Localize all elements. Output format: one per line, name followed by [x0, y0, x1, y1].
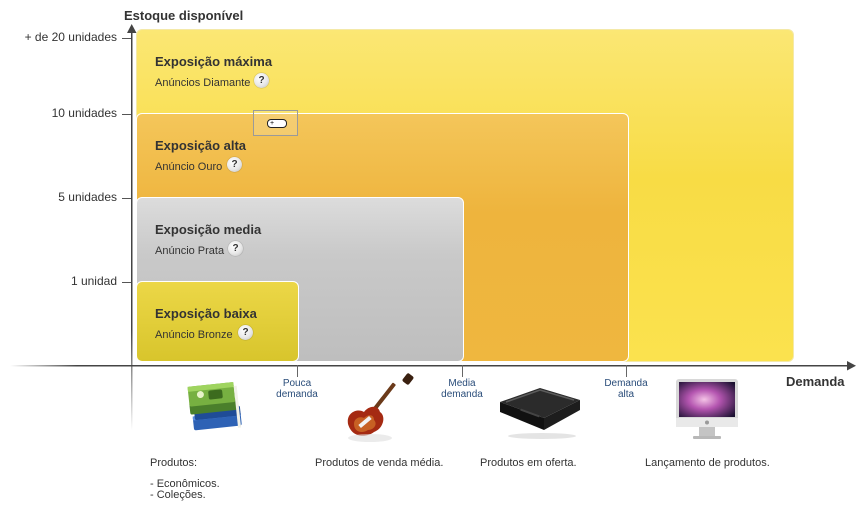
x-mark-line: Pouca — [282, 378, 312, 389]
tier-subtitle-ouro: Anúncio Ouro — [155, 161, 223, 173]
computer-icon — [676, 379, 738, 439]
y-tick-label-20plus: + de 20 unidades — [24, 30, 117, 44]
y-tick — [122, 38, 131, 39]
product-books-title: Produtos: — [150, 457, 198, 469]
tier-title-prata: Exposição media — [155, 222, 262, 237]
x-mark-pouca-demanda: Pouca demanda — [262, 378, 332, 400]
y-tick-label-5: 5 unidades — [58, 190, 117, 204]
x-mark-media-demanda: Media demanda — [427, 378, 497, 400]
tier-box-bronze — [136, 281, 299, 362]
x-mark-line: alta — [617, 389, 635, 400]
y-tick-label-10: 10 unidades — [51, 106, 117, 120]
y-axis-line — [131, 30, 133, 430]
x-mark-demanda-alta: Demanda alta — [591, 378, 661, 400]
tier-subtitle-prata: Anúncio Prata — [155, 245, 225, 257]
handle-grip-icon: + — [267, 119, 287, 128]
y-tick-label-1: 1 unidad — [70, 274, 117, 288]
help-icon-ouro[interactable]: ? — [227, 157, 242, 172]
help-icon-diamante[interactable]: ? — [254, 73, 269, 88]
y-tick — [122, 198, 131, 199]
help-icon-prata[interactable]: ? — [228, 241, 243, 256]
tier-subtitle-bronze: Anúncio Bronze — [155, 329, 233, 341]
tier-subtitle-diamante: Anúncios Diamante — [155, 77, 251, 89]
x-tick — [297, 365, 298, 377]
drag-handle[interactable]: + — [253, 110, 298, 136]
product-guitar-title: Produtos de venda média. — [315, 457, 444, 469]
x-mark-line: demanda — [276, 389, 318, 400]
x-mark-line: demanda — [441, 389, 483, 400]
x-tick — [626, 365, 627, 377]
help-icon-bronze[interactable]: ? — [238, 325, 253, 340]
y-tick — [122, 114, 131, 115]
tier-title-bronze: Exposição baixa — [155, 306, 257, 321]
books-icon — [187, 382, 242, 431]
game-console-icon — [500, 388, 580, 439]
tier-title-diamante: Exposição máxima — [155, 54, 273, 69]
x-axis-title: Demanda — [786, 374, 845, 389]
product-books-item: - Econômicos. — [150, 478, 220, 490]
y-tick — [122, 282, 131, 283]
y-axis-arrow — [127, 24, 137, 33]
product-books-item: - Coleções. — [150, 489, 206, 501]
product-computer-title: Lançamento de produtos. — [645, 457, 770, 469]
product-console-title: Produtos em oferta. — [480, 457, 577, 469]
x-mark-line: Media — [448, 378, 476, 389]
x-axis-line — [10, 365, 848, 367]
tier-title-ouro: Exposição alta — [155, 138, 247, 153]
x-mark-line: Demanda — [604, 378, 648, 389]
x-axis-arrow — [847, 361, 856, 371]
y-axis-title: Estoque disponível — [124, 8, 244, 23]
x-tick — [462, 365, 463, 377]
guitar-icon — [347, 373, 414, 442]
